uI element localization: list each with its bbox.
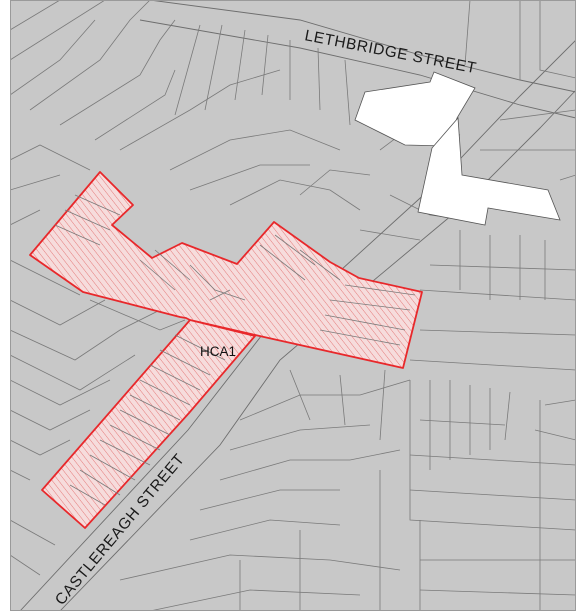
parcel-lines-south xyxy=(119,369,576,611)
heritage-conservation-area xyxy=(29,171,423,529)
heritage-item-east xyxy=(417,117,561,226)
heritage-item-north xyxy=(354,71,476,147)
heritage-items xyxy=(354,71,561,226)
heritage-area-label: HCA1 xyxy=(200,344,236,359)
heritage-internal-lots xyxy=(54,194,416,506)
